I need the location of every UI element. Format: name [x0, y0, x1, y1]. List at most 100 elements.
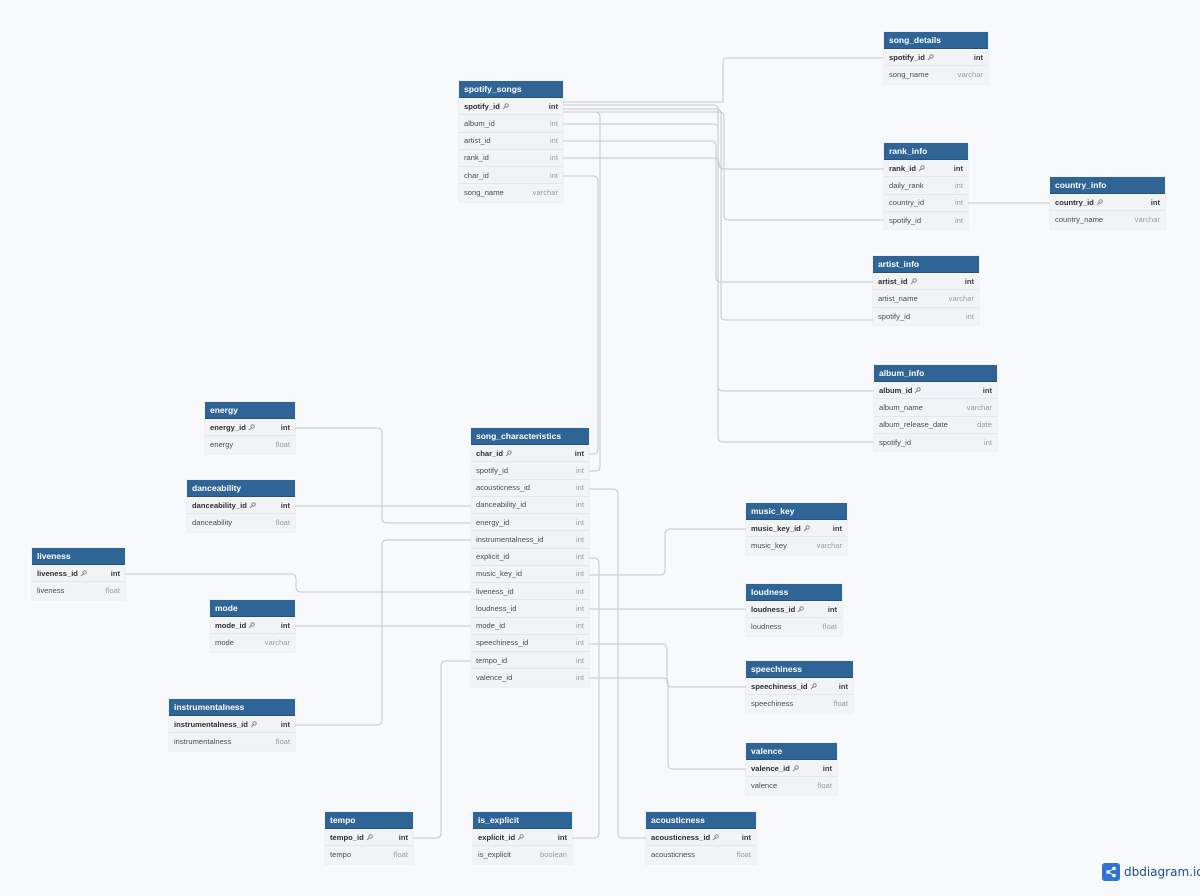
table-header[interactable]: mode [210, 600, 295, 617]
relationship-line[interactable] [125, 573, 471, 593]
relationship-line[interactable] [563, 57, 884, 103]
table-header[interactable]: tempo [325, 812, 413, 829]
relationship-line[interactable] [295, 539, 471, 726]
relationship-line[interactable] [589, 528, 746, 576]
table-header[interactable]: energy [205, 402, 295, 419]
table-header[interactable]: album_info [874, 365, 997, 382]
table-header[interactable]: song_characteristics [471, 428, 589, 445]
table-header[interactable]: country_info [1050, 177, 1165, 194]
relationship-line[interactable] [563, 175, 599, 455]
table-header[interactable]: artist_info [873, 256, 979, 273]
table-header[interactable]: danceability [187, 480, 295, 497]
relationship-line[interactable] [563, 111, 601, 472]
table-header[interactable]: is_explicit [473, 812, 572, 829]
relationship-line[interactable] [563, 140, 873, 283]
table-header[interactable]: spotify_songs [459, 81, 563, 98]
table-header[interactable]: rank_info [884, 143, 968, 160]
table-header[interactable]: song_details [884, 32, 988, 49]
table-header[interactable]: valence [746, 743, 837, 760]
relationship-line[interactable] [589, 488, 646, 839]
relationship-line[interactable] [295, 427, 471, 524]
table-header[interactable]: loudness [746, 584, 842, 601]
brand-watermark[interactable]: dbdiagram.io [1102, 863, 1200, 881]
table-header[interactable]: acousticness [646, 812, 756, 829]
table-header[interactable]: liveness [32, 548, 125, 565]
relationship-line[interactable] [413, 660, 471, 839]
relationship-line[interactable] [563, 111, 884, 221]
table-header[interactable]: instrumentalness [169, 699, 295, 716]
relationship-line[interactable] [563, 104, 874, 443]
relationship-line[interactable] [563, 157, 884, 170]
relationship-line[interactable] [589, 643, 746, 688]
relationship-line[interactable] [563, 123, 874, 392]
